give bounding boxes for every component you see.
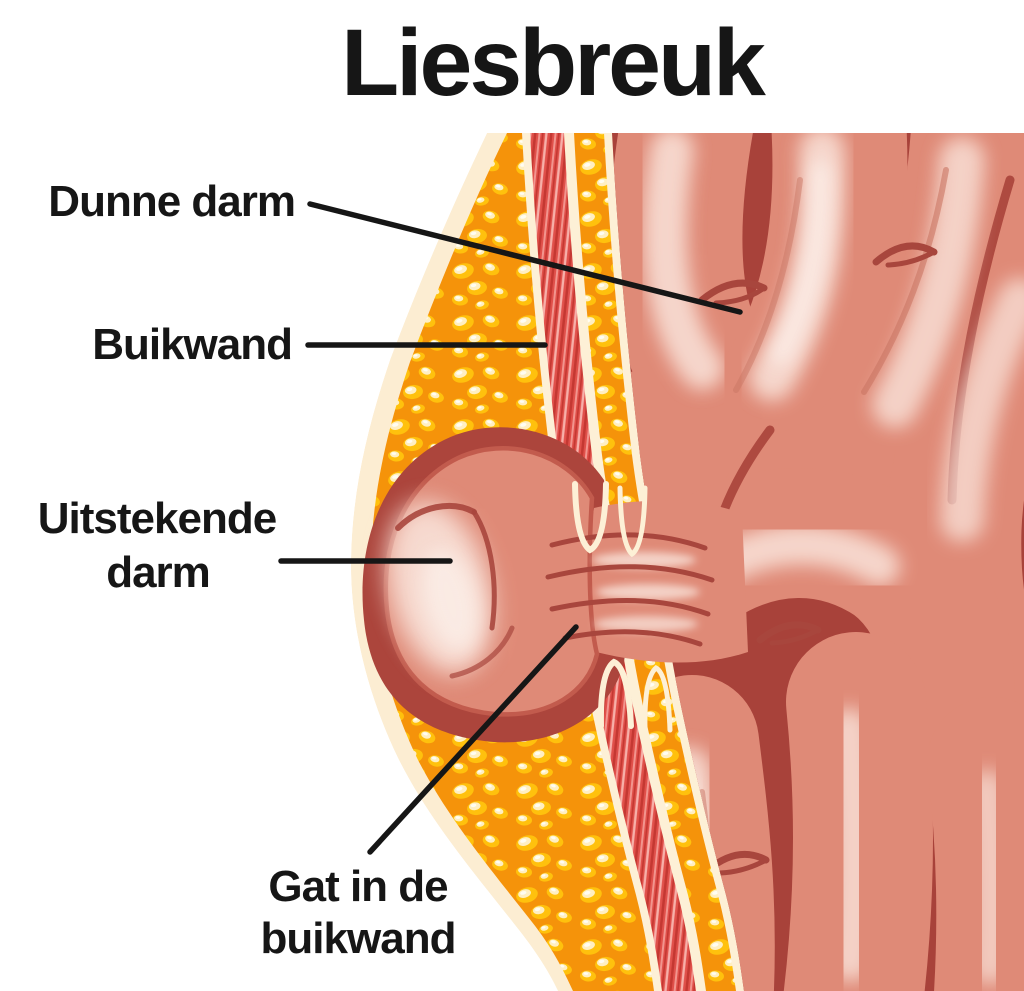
label-uitstekende-darm-line1: Uitstekende — [38, 494, 276, 543]
hernia-fold — [471, 509, 497, 631]
label-gat-in-de-buikwand-line2: buikwand — [261, 914, 456, 963]
leader-line-gat-in-de-buikwand — [367, 624, 579, 855]
neck-highlight — [594, 616, 698, 632]
label-buikwand: Buikwand — [92, 320, 292, 369]
leader-lines — [278, 201, 743, 855]
loop-highlight — [643, 133, 724, 390]
page-title: Liesbreuk — [341, 10, 766, 116]
hernia-highlight-core — [421, 549, 479, 651]
loop-notches — [698, 242, 938, 876]
label-uitstekende-darm-line2: darm — [106, 548, 210, 597]
loop-highlight — [770, 160, 831, 366]
strangulation-creases — [545, 532, 715, 647]
hernia-neck — [588, 500, 748, 663]
wall-hole-edges — [572, 481, 673, 733]
loop-highlight — [826, 708, 877, 982]
leader-line-dunne-darm — [307, 201, 743, 315]
hernia-fold — [449, 625, 515, 679]
loop-fold — [733, 177, 803, 393]
neck-highlight — [592, 552, 696, 568]
loop-highlight — [940, 278, 1024, 542]
hernia — [362, 427, 748, 743]
neck-highlight — [596, 584, 700, 600]
loop-fold — [861, 167, 949, 395]
loop-highlight — [966, 770, 1013, 985]
hernia-fold — [395, 503, 477, 531]
loop-highlight — [872, 137, 985, 428]
label-gat-in-de-buikwand-line1: Gat in de — [268, 862, 447, 911]
label-dunne-darm: Dunne darm — [48, 177, 295, 226]
